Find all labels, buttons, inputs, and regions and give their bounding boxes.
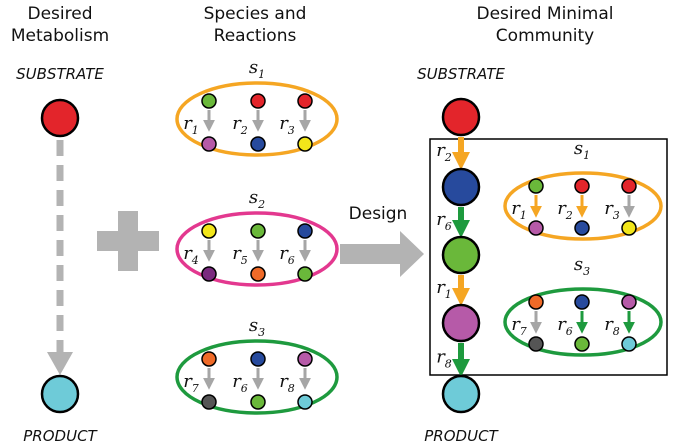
metabolite-node bbox=[574, 178, 590, 194]
reaction-label: r4 bbox=[183, 243, 199, 267]
metabolite-node bbox=[250, 93, 266, 109]
reaction-label: r3 bbox=[279, 113, 295, 137]
metabolite-node bbox=[250, 351, 266, 367]
community-metabolite-node bbox=[441, 235, 481, 275]
species-label: s2 bbox=[249, 187, 265, 211]
metabolite-node bbox=[297, 93, 313, 109]
community-reaction-label: r8 bbox=[436, 347, 452, 371]
metabolite-node bbox=[528, 294, 544, 310]
metabolite-node bbox=[250, 266, 266, 282]
reaction-label: r5 bbox=[232, 243, 248, 267]
reaction-label: r8 bbox=[604, 314, 620, 338]
metabolite-node bbox=[201, 93, 217, 109]
reaction-label: r2 bbox=[557, 198, 573, 222]
metabolite-node bbox=[574, 294, 590, 310]
metabolite-node bbox=[621, 294, 637, 310]
metabolite-node bbox=[528, 220, 544, 236]
reaction-label: r6 bbox=[279, 243, 295, 267]
header-species-line2: Reactions bbox=[214, 26, 297, 46]
community-species-boundary bbox=[503, 287, 663, 357]
species-s2: s2 r4 r5 r6 bbox=[175, 187, 339, 287]
header-community-line2: Community bbox=[496, 26, 594, 46]
reaction-label: r6 bbox=[232, 371, 248, 395]
metabolite-node bbox=[297, 394, 313, 410]
reaction-label: r7 bbox=[183, 371, 199, 395]
metabolite-node bbox=[621, 178, 637, 194]
reaction-label: r1 bbox=[183, 113, 199, 137]
species-label: s3 bbox=[249, 315, 265, 339]
community-species-s3: s3 r7 r6 r8 bbox=[503, 254, 663, 357]
reaction-label: r2 bbox=[232, 113, 248, 137]
desired-metabolism-arrow-head bbox=[47, 352, 73, 375]
plus-icon bbox=[97, 211, 159, 271]
design-arrow-icon bbox=[340, 231, 424, 277]
metabolite-node bbox=[297, 223, 313, 239]
design-label: Design bbox=[349, 204, 408, 224]
community-species-boundary bbox=[503, 171, 663, 241]
community-reaction-label: r2 bbox=[436, 140, 452, 164]
header-metabolism-line1: Desired bbox=[28, 4, 93, 24]
community-chain: r2 r6 r1 r8 bbox=[436, 97, 481, 414]
header-community-line1: Desired Minimal bbox=[477, 4, 614, 24]
community-metabolite-node bbox=[441, 167, 481, 207]
community-metabolite-node bbox=[441, 303, 481, 343]
metabolite-node bbox=[621, 220, 637, 236]
reaction-label: r3 bbox=[604, 198, 620, 222]
metabolite-node bbox=[201, 266, 217, 282]
metabolite-node bbox=[528, 336, 544, 352]
community-species-label: s1 bbox=[574, 138, 590, 162]
metabolite-node bbox=[528, 178, 544, 194]
species-label: s1 bbox=[249, 57, 265, 81]
metabolite-node bbox=[201, 394, 217, 410]
metabolite-node bbox=[297, 351, 313, 367]
metabolite-node bbox=[297, 266, 313, 282]
community-species-label: s3 bbox=[574, 254, 590, 278]
metabolite-node bbox=[574, 220, 590, 236]
header-species-line1: Species and bbox=[204, 4, 307, 24]
metabolite-node bbox=[250, 136, 266, 152]
header-metabolism-line2: Metabolism bbox=[11, 26, 109, 46]
species-s3: s3 r7 r6 r8 bbox=[175, 315, 339, 415]
substrate-node bbox=[40, 98, 80, 138]
metabolite-node bbox=[250, 394, 266, 410]
metabolite-node bbox=[201, 351, 217, 367]
community-reaction-label: r1 bbox=[436, 277, 452, 301]
metabolite-node bbox=[201, 223, 217, 239]
product-label-right: PRODUCT bbox=[424, 427, 499, 445]
product-node bbox=[40, 374, 80, 414]
community-box bbox=[429, 138, 668, 376]
metabolite-node bbox=[621, 336, 637, 352]
substrate-label-left: SUBSTRATE bbox=[16, 65, 104, 83]
metabolite-node bbox=[297, 136, 313, 152]
reaction-label: r7 bbox=[511, 314, 527, 338]
community-reaction-label: r6 bbox=[436, 209, 452, 233]
community-species-s1: s1 r1 r2 r3 bbox=[503, 138, 663, 241]
species-boundary bbox=[175, 81, 339, 157]
species-s1: s1 r1 r2 r3 bbox=[175, 57, 339, 157]
metabolite-node bbox=[201, 136, 217, 152]
substrate-label-right: SUBSTRATE bbox=[417, 65, 505, 83]
product-label-left: PRODUCT bbox=[23, 427, 98, 445]
reaction-label: r8 bbox=[279, 371, 295, 395]
species-groups: s1 r1 r2 r3 s2 r4 r5 r6 s3 r7 r6 r8 bbox=[175, 57, 339, 415]
reaction-label: r1 bbox=[511, 198, 527, 222]
community-metabolite-node bbox=[441, 97, 481, 137]
reaction-label: r6 bbox=[557, 314, 573, 338]
community-metabolite-node bbox=[441, 374, 481, 414]
species-boundary bbox=[175, 211, 339, 287]
metabolite-node bbox=[574, 336, 590, 352]
community-species: s1 r1 r2 r3 s3 r7 r6 r8 bbox=[503, 138, 663, 357]
species-boundary bbox=[175, 339, 339, 415]
metabolite-node bbox=[250, 223, 266, 239]
